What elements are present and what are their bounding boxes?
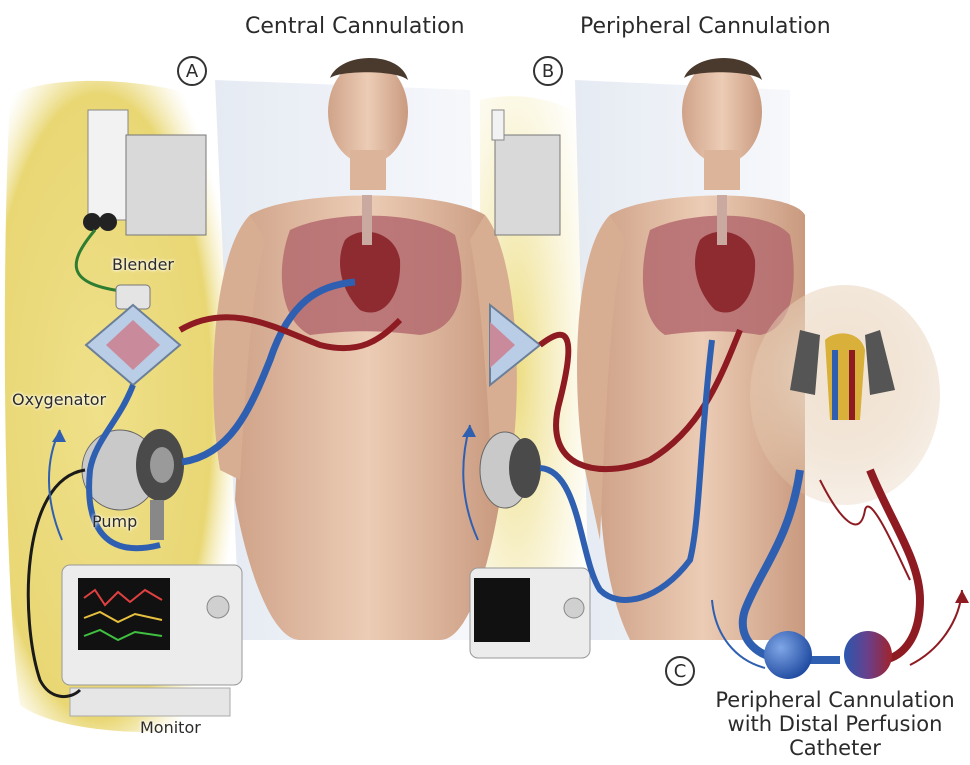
panel-a-marker: A [177,56,207,86]
monitor-label: Monitor [140,718,201,737]
panel-c-caption-line-2: with Distal Perfusion [700,712,970,736]
panel-b-marker: B [533,56,563,86]
panel-c-caption: Peripheral Cannulation with Distal Perfu… [700,688,970,760]
panel-c-caption-line-1: Peripheral Cannulation [700,688,970,712]
oxygenator-label: Oxygenator [12,390,106,409]
panel-c-caption-line-3: Catheter [700,736,970,760]
blender-label: Blender [112,255,174,274]
panel-b-title: Peripheral Cannulation [580,14,831,39]
connector-ball-blue [764,631,812,679]
panel-c-inset [750,285,940,505]
pump-label: Pump [92,512,137,531]
panel-a-title: Central Cannulation [245,14,465,39]
monitor-device-b [470,568,590,658]
connector-ball-mixed [844,631,892,679]
arterial-loop-c [870,470,920,660]
monitor-device [62,565,242,716]
panel-c-marker: C [665,656,695,686]
